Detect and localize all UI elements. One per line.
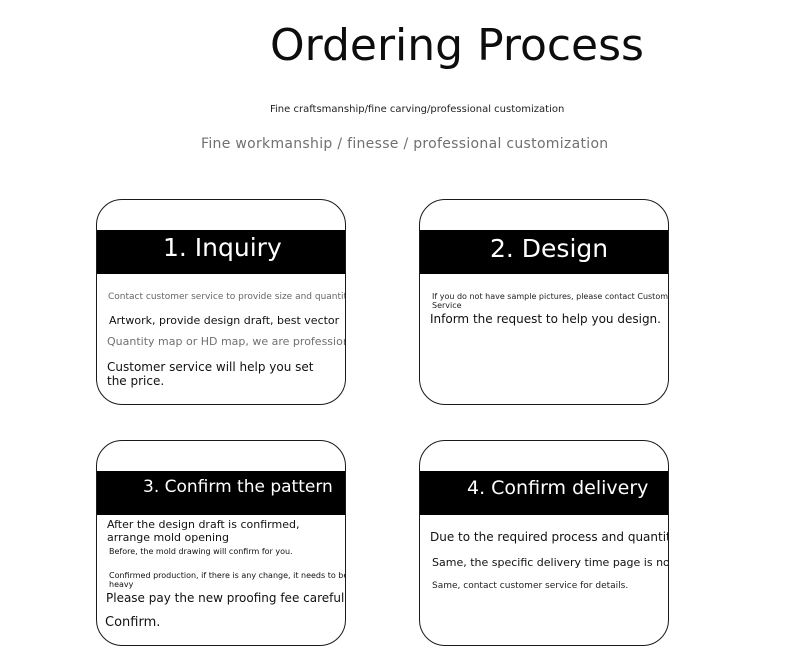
- step-text: Customer service will help you set the p…: [107, 360, 314, 388]
- page-title: Ordering Process: [270, 20, 644, 71]
- step-text: Artwork, provide design draft, best vect…: [109, 314, 340, 327]
- page-subtitle-small: Fine craftsmanship/fine carving/professi…: [270, 104, 565, 115]
- step-heading: 4. Confirm delivery: [420, 471, 668, 515]
- step-text: After the design draft is confirmed, arr…: [107, 518, 300, 544]
- step-card-design: 2. Design If you do not have sample pict…: [419, 199, 669, 405]
- step-text: Same, contact customer service for detai…: [432, 581, 629, 591]
- step-text: Before, the mold drawing will confirm fo…: [109, 547, 293, 556]
- step-text: Same, the specific delivery time page is…: [432, 556, 669, 569]
- step-text: Confirmed production, if there is any ch…: [109, 571, 346, 590]
- step-heading: 3. Confirm the pattern: [97, 471, 345, 515]
- page-subtitle: Fine workmanship / finesse / professiona…: [201, 136, 609, 152]
- step-heading: 1. Inquiry: [97, 230, 345, 274]
- step-card-inquiry: 1. Inquiry Contact customer service to p…: [96, 199, 346, 405]
- step-text: If you do not have sample pictures, plea…: [432, 292, 669, 311]
- step-text: Due to the required process and quantity: [430, 530, 669, 544]
- step-card-confirm-pattern: 3. Confirm the pattern After the design …: [96, 440, 346, 646]
- step-text: Please pay the new proofing fee carefull…: [106, 591, 346, 605]
- step-text: Inform the request to help you design.: [430, 312, 661, 326]
- step-heading: 2. Design: [420, 230, 668, 274]
- step-text: Contact customer service to provide size…: [108, 292, 346, 302]
- step-text: Confirm.: [105, 615, 161, 630]
- step-card-confirm-delivery: 4. Confirm delivery Due to the required …: [419, 440, 669, 646]
- step-text: Quantity map or HD map, we are professio…: [107, 336, 346, 348]
